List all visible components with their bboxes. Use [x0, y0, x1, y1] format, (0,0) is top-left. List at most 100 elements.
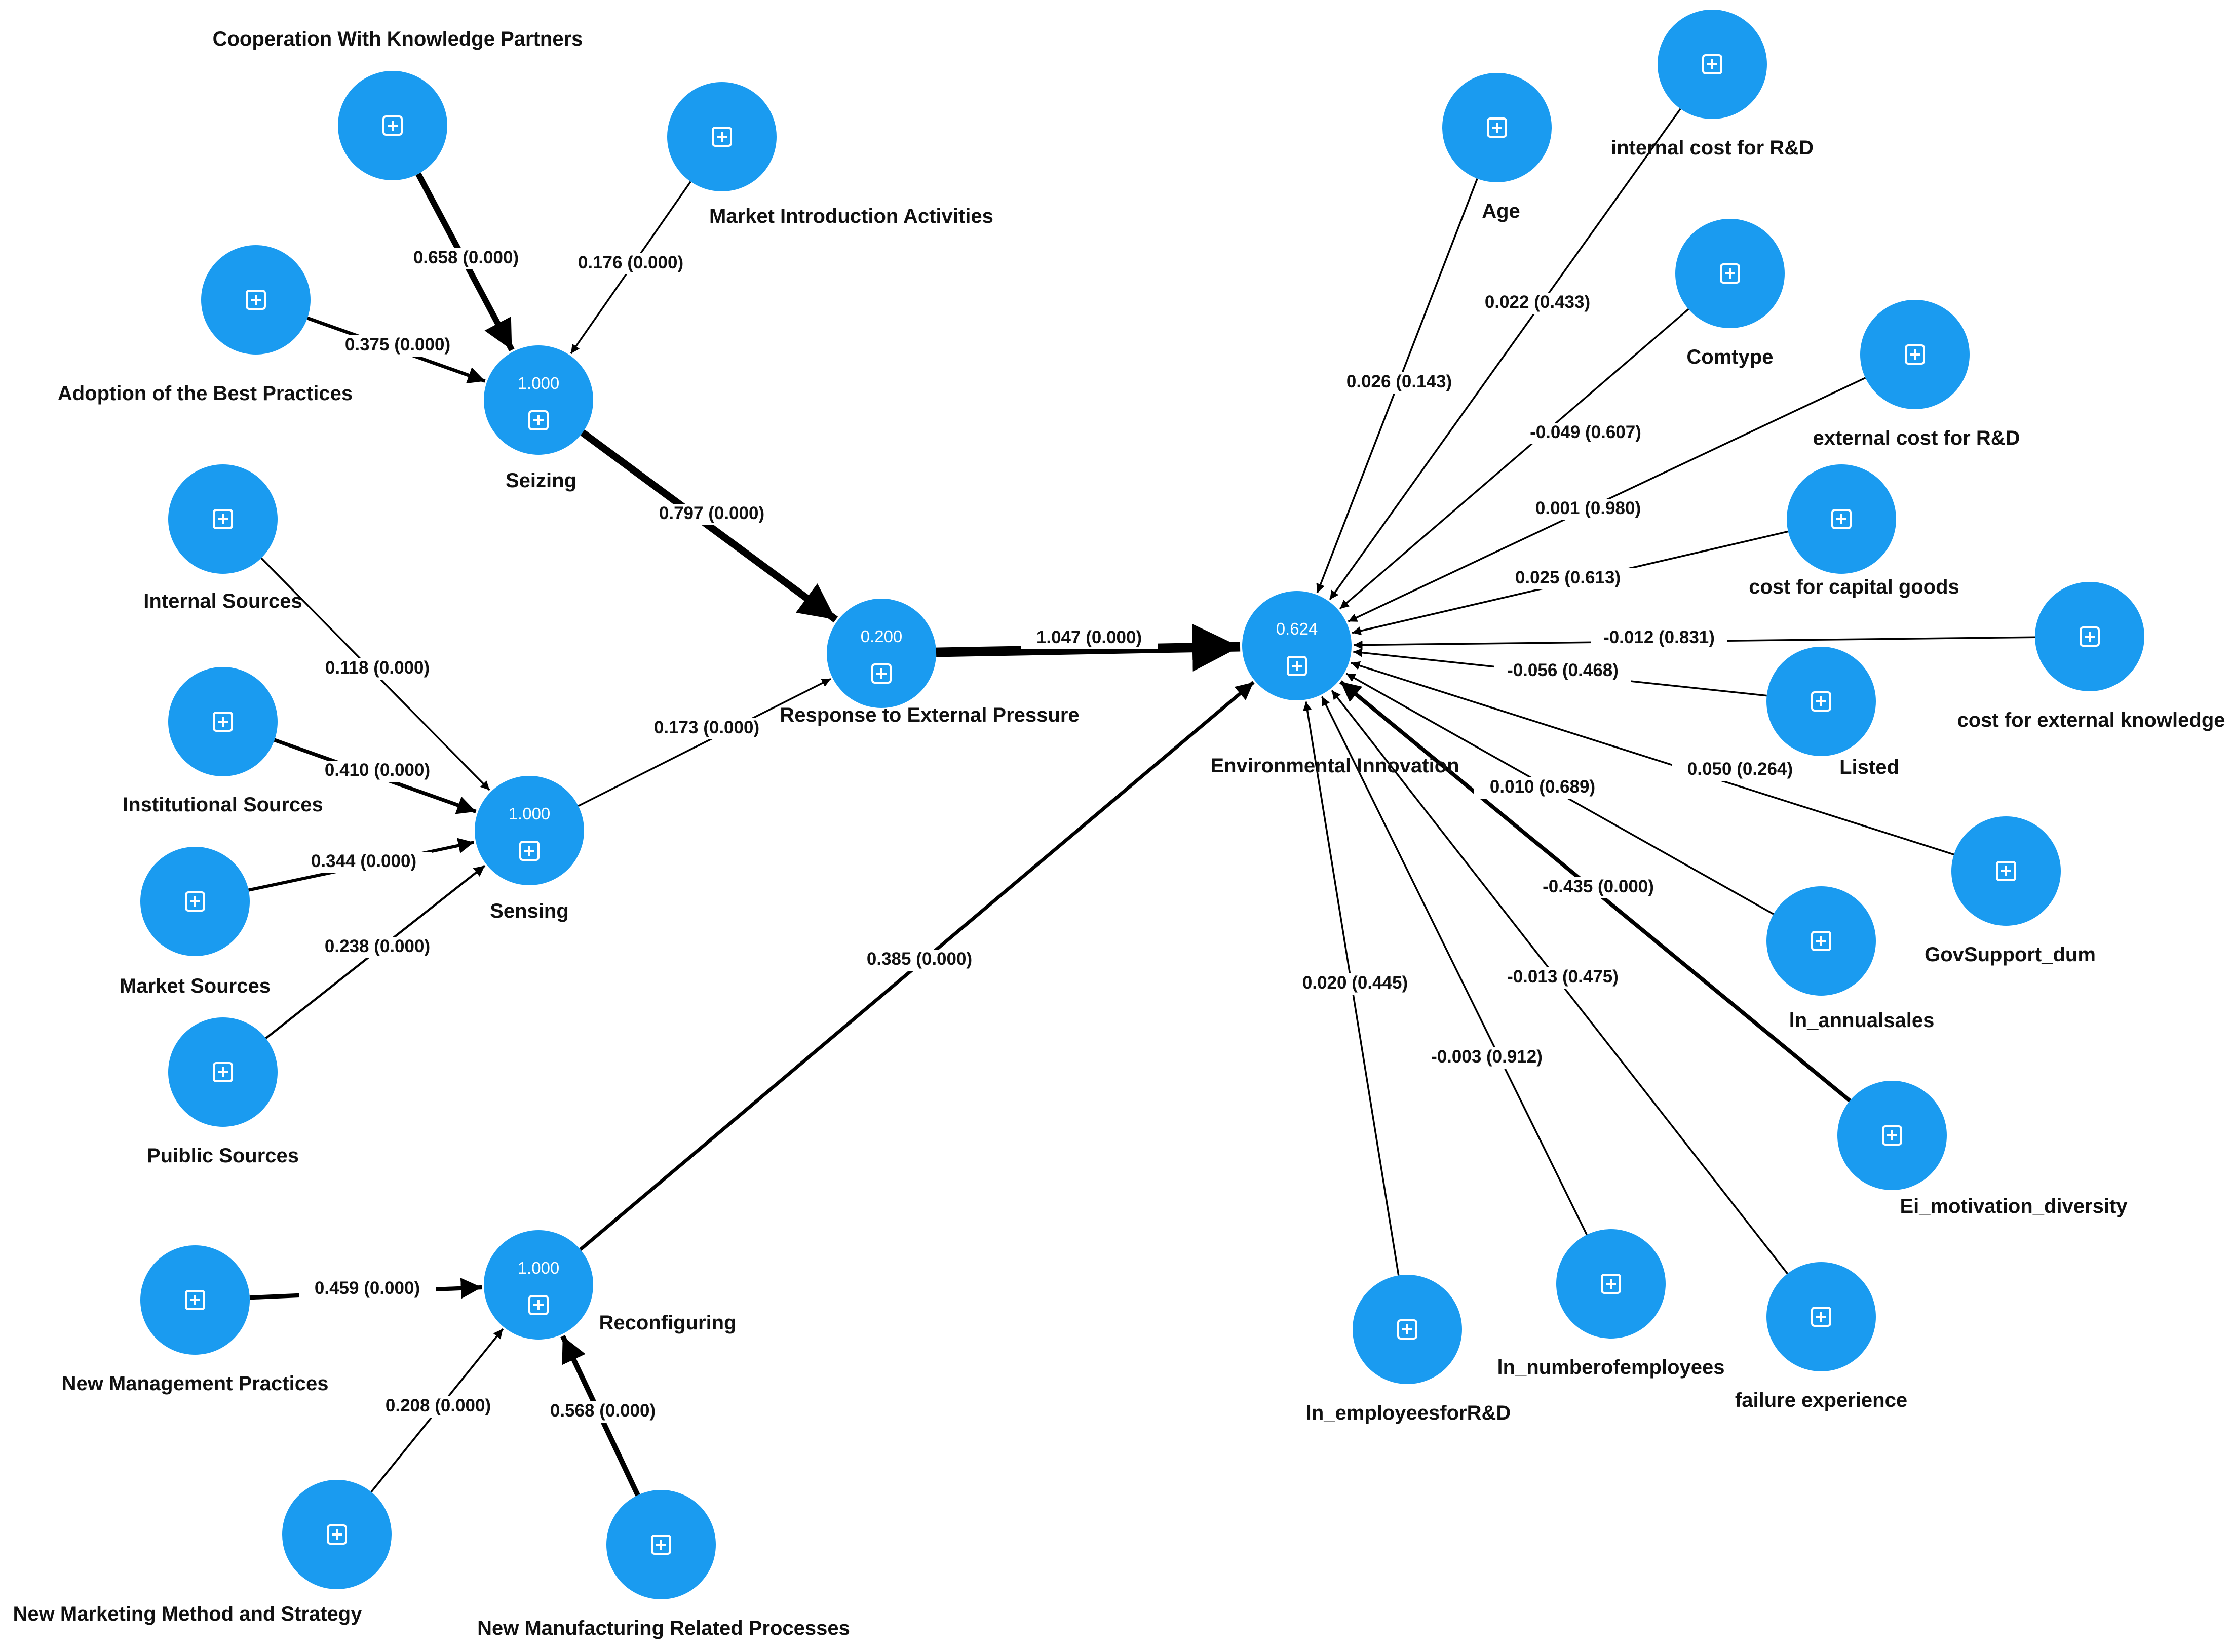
node-label-ins: Institutional Sources: [123, 794, 323, 816]
plus-square-icon[interactable]: [185, 891, 205, 912]
path-coefficient-label: 0.375 (0.000): [345, 335, 450, 355]
r-squared-value: 1.000: [518, 374, 560, 392]
node-label-rep: Response to External Pressure: [780, 704, 1079, 726]
plus-square-icon[interactable]: [712, 127, 732, 147]
plus-square-icon[interactable]: [1882, 1125, 1902, 1146]
node-is[interactable]: [168, 464, 278, 574]
plus-square-icon[interactable]: [327, 1524, 347, 1545]
node-reconf[interactable]: 1.000: [484, 1230, 593, 1340]
node-cek[interactable]: [2035, 582, 2144, 691]
node-ei[interactable]: 0.624: [1242, 591, 1352, 700]
plus-square-icon[interactable]: [1811, 1307, 1831, 1327]
node-circle[interactable]: [484, 1230, 593, 1340]
path-coefficient-backdrop: [299, 1279, 436, 1300]
plus-square-icon[interactable]: [246, 290, 266, 310]
path-coefficient-label: 0.797 (0.000): [659, 503, 764, 523]
path-coefficient-backdrop: [1494, 661, 1631, 682]
node-sensing[interactable]: 1.000: [475, 776, 584, 885]
plus-square-icon[interactable]: [1487, 117, 1507, 138]
node-abp[interactable]: [201, 245, 311, 355]
node-ccg[interactable]: [1787, 464, 1896, 574]
r-squared-value: 1.000: [518, 1258, 560, 1277]
path-coefficient-backdrop: [534, 1401, 671, 1423]
path-coefficient-label: 0.020 (0.445): [1302, 973, 1408, 993]
path-coefficient-backdrop: [638, 718, 775, 739]
node-seizing[interactable]: 1.000: [484, 345, 593, 455]
path-coefficient-backdrop: [309, 761, 446, 782]
node-circle[interactable]: [827, 599, 936, 708]
node-age[interactable]: [1442, 73, 1552, 182]
node-label-icrd: internal cost for R&D: [1611, 137, 1814, 159]
plus-square-icon[interactable]: [1811, 691, 1831, 712]
node-label-listed: Listed: [1839, 756, 1899, 778]
node-label-numemp: ln_numberofemployees: [1497, 1356, 1724, 1379]
node-listed[interactable]: [1766, 647, 1876, 756]
path-coefficient-backdrop: [1499, 568, 1636, 589]
node-comtype[interactable]: [1675, 219, 1785, 328]
node-ecrd[interactable]: [1860, 300, 1970, 409]
plus-square-icon[interactable]: [519, 841, 540, 861]
node-rep[interactable]: 0.200: [827, 599, 936, 708]
path-coefficient-label: -0.003 (0.912): [1431, 1047, 1543, 1067]
node-mia[interactable]: [667, 82, 777, 191]
path-coefficient-backdrop: [643, 504, 780, 525]
node-label-ecrd: external cost for R&D: [1813, 427, 2020, 449]
path-coefficient-label: 0.658 (0.000): [413, 248, 519, 267]
node-numemp[interactable]: [1556, 1229, 1666, 1339]
node-label-nmp: New Management Practices: [62, 1372, 329, 1395]
plus-square-icon[interactable]: [1397, 1319, 1417, 1340]
plus-square-icon[interactable]: [2080, 626, 2100, 647]
plus-square-icon[interactable]: [528, 410, 549, 430]
node-nmms[interactable]: [282, 1480, 392, 1589]
node-circle[interactable]: [484, 345, 593, 455]
node-ps[interactable]: [168, 1017, 278, 1127]
path-coefficient-label: 0.001 (0.980): [1535, 498, 1641, 518]
node-ms[interactable]: [140, 847, 250, 956]
r-squared-value: 0.624: [1276, 619, 1318, 638]
node-gov[interactable]: [1951, 816, 2061, 926]
node-icrd[interactable]: [1658, 10, 1767, 119]
node-eim[interactable]: [1837, 1081, 1947, 1190]
node-label-mia: Market Introduction Activities: [709, 205, 993, 227]
path-coefficient-label: 0.238 (0.000): [325, 936, 430, 956]
plus-square-icon[interactable]: [871, 663, 892, 684]
path-coefficient-backdrop: [1021, 628, 1158, 649]
plus-square-icon[interactable]: [1831, 509, 1852, 529]
path-coefficient-label: 0.568 (0.000): [550, 1401, 656, 1421]
node-circle[interactable]: [475, 776, 584, 885]
plus-square-icon[interactable]: [1702, 54, 1722, 74]
node-emprd[interactable]: [1353, 1275, 1462, 1384]
plus-square-icon[interactable]: [528, 1295, 549, 1315]
plus-square-icon[interactable]: [1811, 931, 1831, 951]
node-fail[interactable]: [1766, 1262, 1876, 1371]
path-rep-to-ei: [936, 623, 1241, 672]
node-circle[interactable]: [1242, 591, 1352, 700]
plus-square-icon[interactable]: [213, 1062, 233, 1082]
node-nmrp[interactable]: [606, 1490, 716, 1599]
node-label-comtype: Comtype: [1686, 346, 1773, 368]
node-label-ps: Puiblic Sources: [147, 1145, 299, 1167]
path-coefficient-label: -0.056 (0.468): [1507, 660, 1619, 680]
plus-square-icon[interactable]: [1601, 1274, 1621, 1294]
plus-square-icon[interactable]: [213, 509, 233, 529]
plus-square-icon[interactable]: [1905, 344, 1925, 365]
plus-square-icon[interactable]: [213, 712, 233, 732]
node-nmp[interactable]: [140, 1245, 250, 1355]
plus-square-icon[interactable]: [651, 1535, 671, 1555]
plus-square-icon[interactable]: [1996, 861, 2016, 881]
path-coefficient-backdrop: [1517, 423, 1654, 444]
path-icrd-to-ei: [1329, 108, 1681, 600]
path-coefficient-backdrop: [1287, 973, 1423, 995]
node-sales[interactable]: [1766, 886, 1876, 996]
node-label-cek: cost for external knowledge: [1957, 709, 2225, 731]
path-sensing-to-rep: [578, 678, 831, 807]
plus-square-icon[interactable]: [1287, 656, 1307, 676]
plus-square-icon[interactable]: [185, 1290, 205, 1310]
node-ins[interactable]: [168, 667, 278, 776]
path-gov-to-ei: [1351, 661, 1954, 855]
path-coefficient-label: -0.013 (0.475): [1507, 967, 1619, 987]
plus-square-icon[interactable]: [382, 115, 403, 136]
node-ckp[interactable]: [338, 71, 447, 180]
path-coefficient-label: 0.118 (0.000): [325, 658, 430, 678]
plus-square-icon[interactable]: [1720, 263, 1740, 284]
